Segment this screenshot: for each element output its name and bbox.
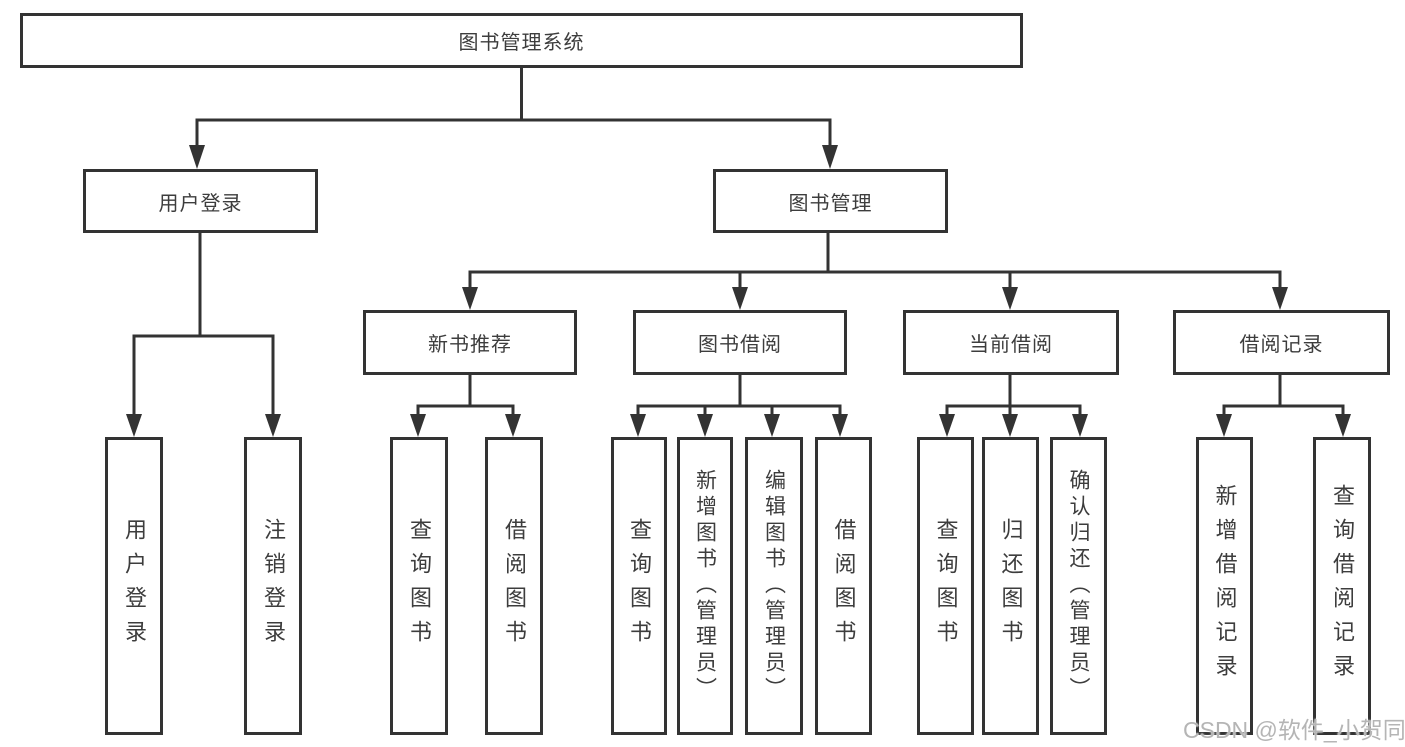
leaf-query-borrow-record: 查询借阅记录 [1313, 437, 1371, 735]
leaf-query-books-3: 查询图书 [917, 437, 974, 735]
csdn-watermark: CSDN @软件_小贺同学 [1183, 717, 1405, 743]
leaf-borrow-books-2: 借阅图书 [815, 437, 872, 735]
leaf-return-book: 归还图书 [982, 437, 1039, 735]
node-borrow-records: 借阅记录 [1173, 310, 1390, 375]
node-system-root: 图书管理系统 [20, 13, 1023, 68]
leaf-query-books-2: 查询图书 [611, 437, 667, 735]
leaf-add-book-admin: 新增图书（管理员） [677, 437, 733, 735]
node-book-borrow: 图书借阅 [633, 310, 847, 375]
arrowhead-icons [126, 145, 1351, 437]
node-user-login: 用户登录 [83, 169, 318, 233]
leaf-confirm-return-admin: 确认归还（管理员） [1050, 437, 1107, 735]
leaf-borrow-books-1: 借阅图书 [485, 437, 543, 735]
leaf-user-login: 用户登录 [105, 437, 163, 735]
node-current-borrow: 当前借阅 [903, 310, 1119, 375]
leaf-edit-book-admin: 编辑图书（管理员） [745, 437, 803, 735]
leaf-query-books-1: 查询图书 [390, 437, 448, 735]
leaf-add-borrow-record: 新增借阅记录 [1196, 437, 1253, 735]
node-new-book-recommend: 新书推荐 [363, 310, 577, 375]
node-book-management: 图书管理 [713, 169, 948, 233]
leaf-logout: 注销登录 [244, 437, 302, 735]
